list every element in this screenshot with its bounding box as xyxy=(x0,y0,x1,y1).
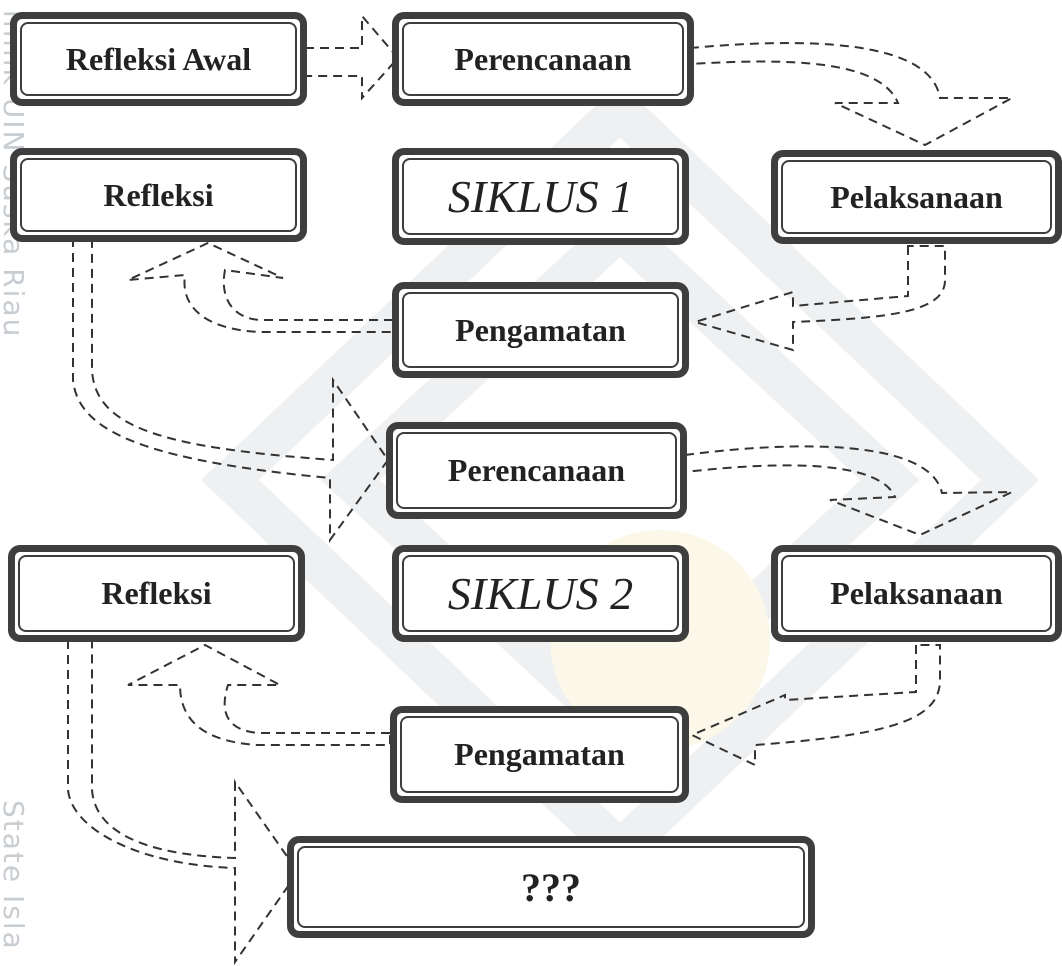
box-label: Pengamatan xyxy=(454,736,625,772)
arrow-perencanaan-to-pelaksanaan-1 xyxy=(689,42,1013,147)
box-refleksi-awal: Refleksi Awal xyxy=(10,12,307,106)
arrow-pengamatan-to-refleksi-1 xyxy=(127,241,394,333)
box-label: Pengamatan xyxy=(455,311,626,348)
arrow-refleksi-awal-to-perencanaan xyxy=(304,13,400,101)
box-label: Perencanaan xyxy=(454,40,632,77)
box-label: Refleksi Awal xyxy=(65,40,252,77)
box-perencanaan-1: Perencanaan xyxy=(392,12,694,106)
next-step-label: ??? xyxy=(521,864,581,910)
box-siklus-2: SIKLUS 2 xyxy=(392,545,689,642)
box-refleksi-2: Refleksi xyxy=(8,545,305,642)
box-pengamatan-2: Pengamatan xyxy=(390,706,689,803)
box-refleksi-1: Refleksi xyxy=(10,148,307,242)
box-pelaksanaan-1: Pelaksanaan xyxy=(771,150,1062,244)
arrow-perencanaan-to-pelaksanaan-2 xyxy=(684,445,1013,537)
arrow-pelaksanaan-to-pengamatan-1 xyxy=(691,245,946,352)
watermark-side-text-bottom: State Isla xyxy=(0,800,30,951)
box-siklus-1: SIKLUS 1 xyxy=(392,148,689,245)
arrow-refleksi-to-next xyxy=(67,639,300,966)
box-pelaksanaan-2: Pelaksanaan xyxy=(771,545,1062,642)
box-label: Pelaksanaan xyxy=(830,575,1003,611)
cycle-title: SIKLUS 2 xyxy=(447,568,634,619)
box-next-step: ??? xyxy=(287,836,815,938)
box-label: Refleksi xyxy=(103,176,214,213)
box-label: Perencanaan xyxy=(447,452,626,488)
box-label: Refleksi xyxy=(101,575,212,611)
arrow-pelaksanaan-to-pengamatan-2 xyxy=(689,644,941,767)
cycle-title: SIKLUS 1 xyxy=(447,171,634,222)
box-label: Pelaksanaan xyxy=(830,178,1003,215)
arrow-refleksi-to-perencanaan-2 xyxy=(72,237,390,544)
box-pengamatan-1: Pengamatan xyxy=(392,282,689,378)
arrow-pengamatan-to-refleksi-2 xyxy=(127,643,391,746)
box-perencanaan-2: Perencanaan xyxy=(386,422,687,519)
